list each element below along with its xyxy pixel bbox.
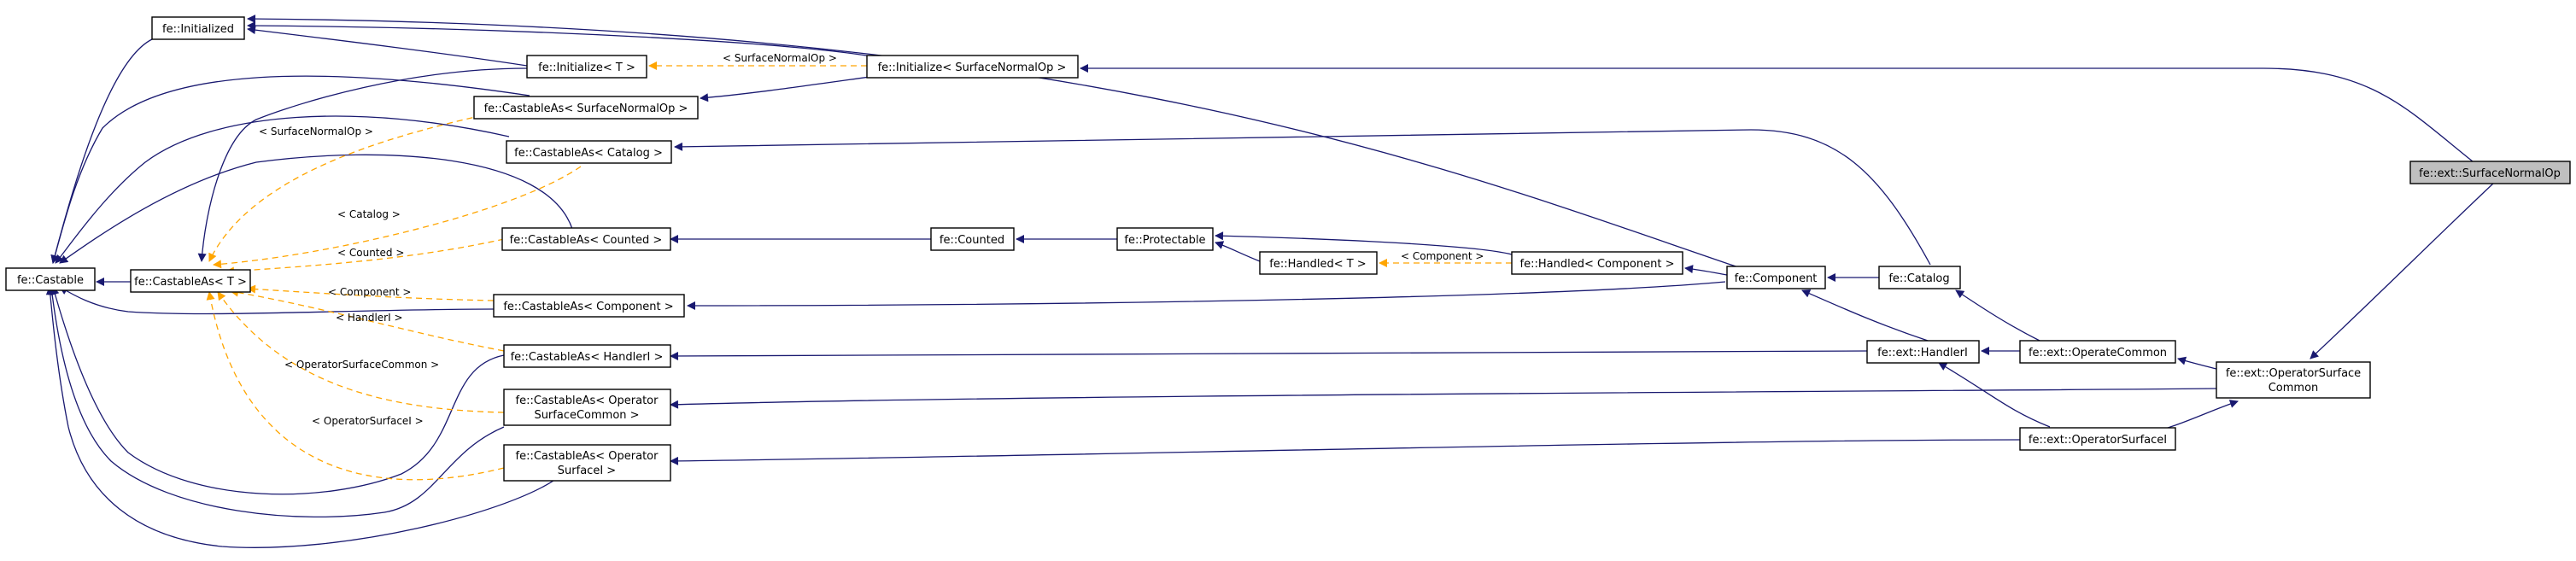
edge-initialized-to-castable	[50, 38, 153, 264]
class-node-castable[interactable]: fe::Castable	[5, 267, 96, 291]
class-node-component[interactable]: fe::Component	[1726, 266, 1826, 289]
class-node-castableas-operatorsurfacecommon[interactable]: fe::CastableAs< Operator SurfaceCommon >	[503, 389, 671, 426]
edge-handled-t-to-protectable	[1215, 241, 1261, 262]
edge-operatorsurfacei-to-osc	[2156, 400, 2239, 432]
class-node-operatecommon[interactable]: fe::ext::OperateCommon	[2019, 340, 2176, 364]
class-node-label: fe::CastableAs< SurfaceNormalOp >	[484, 102, 688, 115]
edge-initialize-t-to-castableas-t	[197, 67, 528, 262]
class-node-label: fe::Catalog	[1888, 272, 1949, 285]
class-node-initialize-surfacenormalop[interactable]: fe::Initialize< SurfaceNormalOp >	[866, 55, 1079, 79]
class-node-label: fe::ext::SurfaceNormalOp	[2419, 167, 2561, 180]
edge-component-to-castableas-component	[687, 281, 1726, 310]
edge-label-sno-cast: < SurfaceNormalOp >	[259, 126, 373, 137]
class-node-label-line1: fe::CastableAs< Operator	[516, 394, 659, 407]
class-node-label: fe::ext::OperateCommon	[2029, 347, 2167, 359]
edge-castableas-component-to-castable	[59, 286, 495, 315]
edge-handleri-to-component	[1801, 289, 1931, 342]
edge-castableas-counted-to-castable	[59, 154, 573, 264]
class-node-label-line1: fe::ext::OperatorSurface	[2226, 367, 2361, 380]
class-node-label: fe::Initialize< T >	[538, 61, 635, 74]
edge-component-to-handled-component	[1684, 265, 1728, 276]
edge-label-handled-component: < Component >	[1401, 250, 1484, 262]
edge-castableas-counted-to-castableas-t	[225, 238, 505, 276]
class-node-operatorsurfacei[interactable]: fe::ext::OperatorSurfaceI	[2019, 427, 2176, 451]
class-node-label-line2: Common	[2269, 382, 2319, 394]
class-node-initialized[interactable]: fe::Initialized	[151, 16, 245, 40]
edge-catalog-to-castableas-catalog	[674, 129, 1931, 266]
edge-initialize-sno-to-castableas-sno	[700, 73, 889, 102]
class-node-label: fe::CastableAs< Catalog >	[514, 147, 663, 160]
edge-label-osc: < OperatorSurfaceCommon >	[284, 359, 439, 371]
edge-labels: < SurfaceNormalOp > < SurfaceNormalOp > …	[259, 52, 1484, 427]
edge-label-component: < Component >	[328, 286, 411, 298]
edge-castableas-sno-to-castable	[50, 75, 530, 264]
class-node-castableas-counted[interactable]: fe::CastableAs< Counted >	[501, 227, 671, 251]
edge-surfacenormalop-to-initialize-sno	[1080, 64, 2478, 166]
class-node-castableas-operatorsurfacei[interactable]: fe::CastableAs< Operator SurfaceI >	[503, 444, 671, 482]
edge-castableas-handlerl-to-castable	[50, 286, 505, 495]
edge-label-handlerl: < HandlerI >	[336, 312, 403, 324]
edge-operatorsurfacei-to-handleri	[1938, 362, 2051, 428]
class-node-castableas-catalog[interactable]: fe::CastableAs< Catalog >	[506, 140, 672, 164]
class-node-initialize-t[interactable]: fe::Initialize< T >	[526, 55, 647, 79]
edge-label-catalog: < Catalog >	[337, 208, 401, 220]
edge-castableas-osc-to-castable	[48, 286, 505, 517]
class-node-surfacenormalop[interactable]: fe::ext::SurfaceNormalOp	[2409, 161, 2571, 184]
edge-handleri-to-castableas-handlerl	[670, 350, 1868, 360]
class-node-label: fe::Initialize< SurfaceNormalOp >	[878, 61, 1067, 74]
class-node-catalog[interactable]: fe::Catalog	[1878, 266, 1961, 289]
class-node-operatorsurfacecommon[interactable]: fe::ext::OperatorSurface Common	[2216, 361, 2371, 399]
edge-castableas-osc-to-castableas-t	[217, 291, 505, 413]
class-node-label: fe::CastableAs< Counted >	[510, 234, 663, 247]
class-node-label: fe::CastableAs< HandlerI >	[511, 351, 664, 364]
class-node-label-line1: fe::CastableAs< Operator	[516, 450, 659, 463]
class-node-castableas-surfacenormalop[interactable]: fe::CastableAs< SurfaceNormalOp >	[473, 96, 699, 120]
edge-surfacenormalop-to-osc	[2310, 182, 2495, 359]
edge-castableas-osi-to-castable	[45, 286, 560, 548]
edge-operatecommon-to-catalog	[1955, 289, 2042, 342]
class-node-label: fe::ext::HandlerI	[1877, 347, 1968, 359]
edge-label-osi: < OperatorSurfaceI >	[312, 415, 424, 427]
edge-castableas-catalog-to-castable	[55, 115, 510, 264]
edge-initialize-sno-to-initialized	[247, 21, 889, 61]
class-node-label: fe::CastableAs< T >	[134, 276, 247, 289]
class-node-castableas-t[interactable]: fe::CastableAs< T >	[130, 269, 251, 293]
class-node-handled-t[interactable]: fe::Handled< T >	[1259, 251, 1378, 275]
edge-castableas-osi-to-castableas-t	[206, 291, 505, 481]
class-node-protectable[interactable]: fe::Protectable	[1116, 227, 1214, 251]
class-node-label: fe::CastableAs< Component >	[503, 301, 673, 313]
inheritance-edges	[45, 15, 2495, 548]
edge-castableas-component-to-castableas-t	[247, 284, 495, 301]
class-node-label: fe::Component	[1735, 272, 1818, 285]
class-node-label: fe::Handled< Component >	[1520, 258, 1675, 271]
edge-handled-component-to-protectable	[1215, 231, 1513, 255]
template-edges	[206, 61, 1512, 481]
edge-label-sno-init: < SurfaceNormalOp >	[723, 52, 837, 64]
nodes: fe::Initialized fe::Initialize< T > fe::…	[5, 16, 2571, 482]
edge-initialize-t-to-initialized	[247, 26, 528, 67]
class-node-label: fe::Initialized	[162, 23, 234, 36]
edge-osc-to-operatecommon	[2177, 356, 2217, 370]
class-node-label: fe::Handled< T >	[1269, 258, 1366, 271]
edge-castableas-catalog-to-castableas-t	[213, 166, 582, 269]
class-node-castableas-handleri[interactable]: fe::CastableAs< HandlerI >	[503, 344, 671, 368]
edge-osc-to-castableas-osc	[670, 388, 2217, 409]
class-node-handled-component[interactable]: fe::Handled< Component >	[1511, 251, 1683, 275]
class-node-label: fe::ext::OperatorSurfaceI	[2029, 434, 2167, 447]
class-node-label-line2: SurfaceCommon >	[534, 409, 639, 422]
class-node-label: fe::Protectable	[1124, 234, 1205, 247]
class-node-label: fe::Castable	[17, 274, 84, 287]
edge-component-to-initialized	[247, 15, 1752, 272]
class-node-castableas-component[interactable]: fe::CastableAs< Component >	[493, 294, 685, 318]
class-node-label-line2: SurfaceI >	[558, 465, 616, 477]
class-node-counted[interactable]: fe::Counted	[930, 227, 1015, 251]
class-node-handleri[interactable]: fe::ext::HandlerI	[1866, 340, 1980, 364]
edge-operatorsurfacei-to-castableas-osi	[670, 439, 2021, 465]
edge-label-counted: < Counted >	[337, 247, 404, 259]
class-node-label: fe::Counted	[940, 234, 1004, 247]
